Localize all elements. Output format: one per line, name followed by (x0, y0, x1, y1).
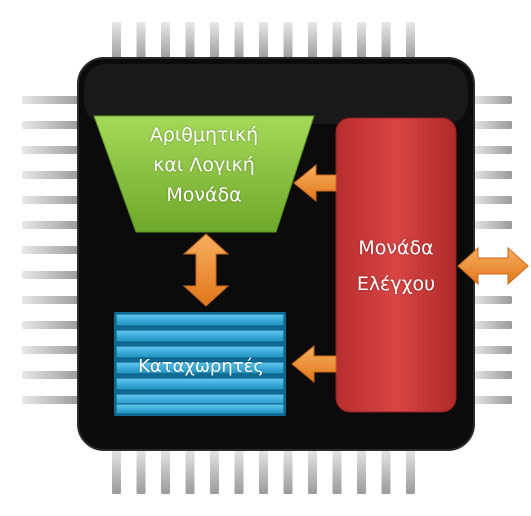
chip-pin (308, 22, 317, 60)
alu-label-line-3: Μονάδα (166, 184, 242, 206)
chip-pin (472, 146, 512, 154)
chip-pin (136, 22, 146, 60)
alu-label: Αριθμητική και Λογική Μονάδα (106, 120, 302, 210)
chip-pin (406, 448, 415, 494)
chip-pin (22, 221, 80, 229)
arrow-control-external (457, 246, 529, 286)
chip-pin (234, 22, 244, 60)
chip-pin (308, 448, 317, 494)
chip-pin (472, 196, 512, 204)
register-bar (115, 377, 285, 391)
register-bar (115, 313, 285, 327)
alu-block (93, 115, 315, 233)
chip-pin (22, 396, 80, 404)
chip-pin (472, 396, 512, 404)
chip-pin (210, 448, 219, 494)
chip-pin (381, 22, 391, 60)
chip-pin (381, 448, 391, 494)
chip-pin (472, 221, 512, 229)
registers-block (114, 312, 286, 416)
chip-pin (406, 22, 415, 60)
chip-pin (22, 296, 80, 304)
chip-pin (22, 171, 80, 179)
chip-pin (472, 171, 512, 179)
register-bar (115, 329, 285, 343)
chip-pin (185, 22, 195, 60)
chip-pin (161, 22, 170, 60)
alu-label-line-2: και Λογική (153, 154, 255, 176)
chip-pin (259, 448, 268, 494)
chip-pin (185, 448, 195, 494)
register-bar (115, 345, 285, 359)
register-bar (115, 403, 285, 415)
chip-pin (332, 448, 342, 494)
control-unit-label: Μονάδα Ελέγχου (336, 230, 456, 302)
chip-pins-top (112, 22, 415, 60)
chip-pin (22, 271, 80, 279)
chip-pin (283, 22, 293, 60)
chip-pin (22, 371, 80, 379)
chip-pin (332, 22, 342, 60)
chip-pin (112, 22, 121, 60)
chip-pins-left (22, 96, 80, 404)
chip-pin (22, 146, 80, 154)
chip-pin (472, 121, 512, 129)
chip-pins-right (472, 96, 512, 404)
chip-body-highlight (84, 64, 468, 124)
chip-pin (357, 448, 366, 494)
arrow-alu-registers (182, 233, 230, 307)
control-unit-block (335, 117, 457, 413)
chip-pin (472, 96, 512, 104)
chip-pins-bottom (112, 448, 415, 494)
chip-pin (22, 196, 80, 204)
register-bar (115, 361, 285, 375)
chip-pin (22, 321, 80, 329)
control-unit-label-line-1: Μονάδα (358, 237, 434, 259)
chip-pin (161, 448, 170, 494)
chip-pin (136, 448, 146, 494)
control-unit-label-line-2: Ελέγχου (356, 273, 436, 295)
chip-pin (283, 448, 293, 494)
chip-pin (472, 371, 512, 379)
chip-pin (259, 22, 268, 60)
chip-pin (22, 246, 80, 254)
chip-pin (472, 321, 512, 329)
chip-pin (357, 22, 366, 60)
chip-pin (22, 96, 80, 104)
arrow-control-to-registers (291, 344, 337, 384)
chip-pin (472, 346, 512, 354)
chip-pin (112, 448, 121, 494)
chip-pin (234, 448, 244, 494)
chip-pin (22, 346, 80, 354)
arrow-control-to-alu (293, 163, 337, 203)
chip-pin (210, 22, 219, 60)
chip-pin (472, 296, 512, 304)
chip-pin (22, 121, 80, 129)
alu-label-line-1: Αριθμητική (149, 124, 259, 146)
registers-label: Καταχωρητές (138, 356, 264, 377)
